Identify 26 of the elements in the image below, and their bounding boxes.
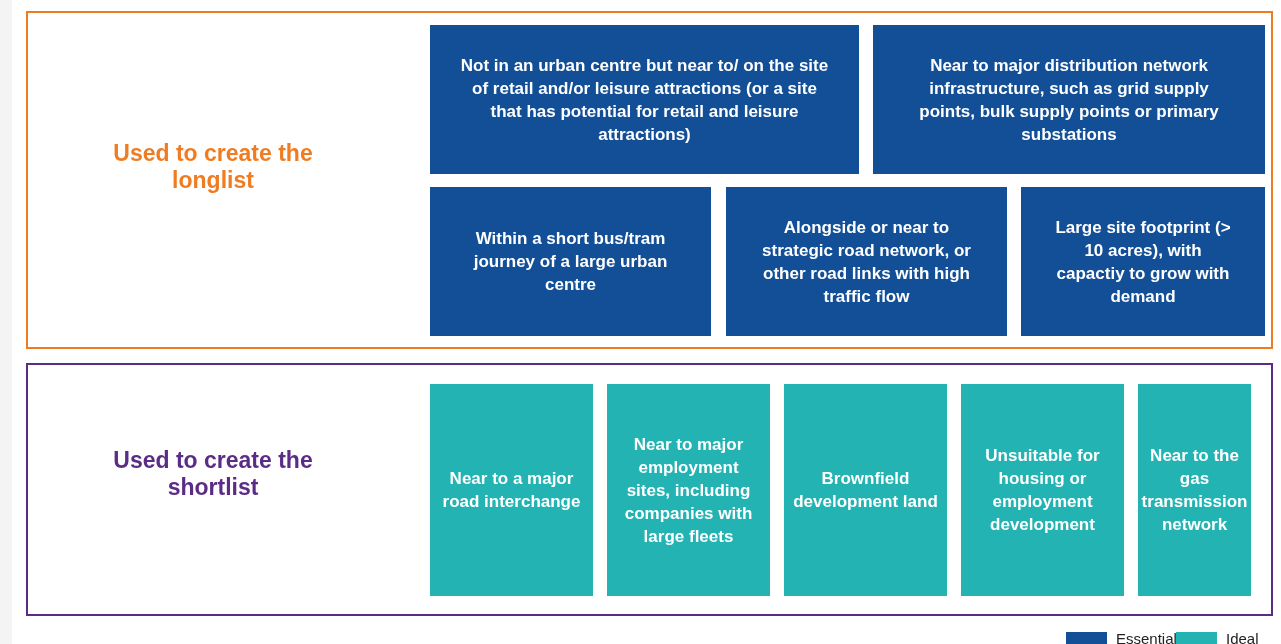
group-frame bbox=[26, 363, 1273, 616]
group-heading: Used to create the shortlist bbox=[112, 447, 314, 501]
legend-label: Ideal bbox=[1226, 630, 1259, 644]
criterion-text: Near to a major road interchange bbox=[441, 468, 582, 513]
criterion-box bbox=[607, 384, 770, 596]
criterion-box bbox=[430, 384, 593, 596]
criterion-box bbox=[1021, 187, 1265, 336]
criterion-box bbox=[961, 384, 1124, 596]
criterion-box bbox=[1138, 384, 1251, 596]
criterion-box bbox=[430, 187, 711, 336]
group-frame bbox=[26, 11, 1273, 349]
group-heading: Used to create the longlist bbox=[112, 140, 314, 194]
criterion-box bbox=[430, 25, 859, 174]
criterion-text: Near to major distribution network infrastructure, such as grid supply points, bulk supply points or primary substations bbox=[918, 54, 1220, 146]
criterion-text: Unsuitable for housing or employment development bbox=[984, 445, 1101, 536]
criterion-box bbox=[784, 384, 947, 596]
criterion-box bbox=[726, 187, 1007, 336]
criterion-text: Large site footprint (> 10 acres), with capactiy to grow with demand bbox=[1054, 216, 1232, 308]
criterion-text: Brownfield development land bbox=[792, 468, 939, 513]
criterion-box bbox=[873, 25, 1265, 174]
criterion-text: Within a short bus/tram journey of a large urban centre bbox=[472, 228, 669, 296]
legend-label: Essential bbox=[1116, 630, 1177, 644]
criterion-text: Near to the gas transmission network bbox=[1141, 445, 1248, 536]
criterion-text: Alongside or near to strategic road network, or other road links with high traffic flow bbox=[761, 216, 972, 308]
criterion-text: Near to major employment sites, including companies with large fleets bbox=[623, 433, 754, 548]
criterion-text: Not in an urban centre but near to/ on the site of retail and/or leisure attractions (or a site that has potential for retail and leisure attractions) bbox=[460, 54, 829, 146]
